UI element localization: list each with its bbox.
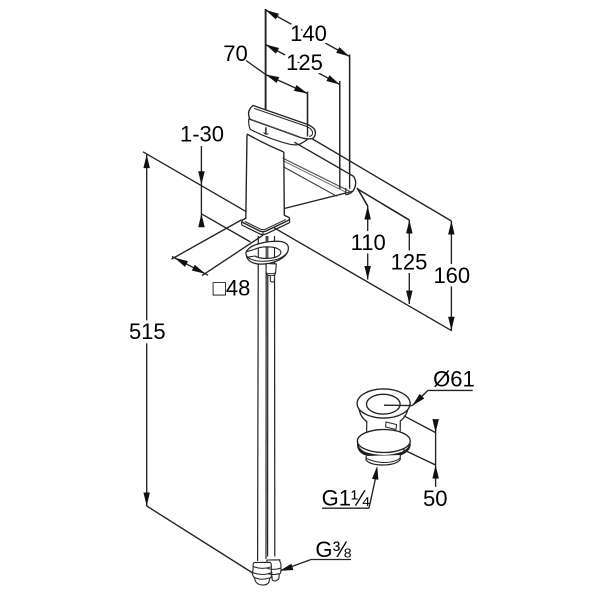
svg-text:Ø61: Ø61 (433, 366, 475, 391)
svg-text:50: 50 (423, 486, 447, 511)
svg-text:G⅜: G⅜ (315, 537, 351, 562)
svg-text:125: 125 (391, 250, 428, 275)
svg-text:125: 125 (286, 50, 323, 75)
svg-text:1-30: 1-30 (180, 122, 224, 147)
svg-text:110: 110 (351, 230, 386, 255)
svg-text:515: 515 (129, 319, 166, 344)
svg-text:G1¼: G1¼ (322, 485, 370, 510)
svg-text:□48: □48 (213, 276, 251, 301)
svg-text:70: 70 (223, 41, 247, 66)
svg-text:140: 140 (290, 21, 327, 46)
svg-text:160: 160 (433, 263, 470, 288)
